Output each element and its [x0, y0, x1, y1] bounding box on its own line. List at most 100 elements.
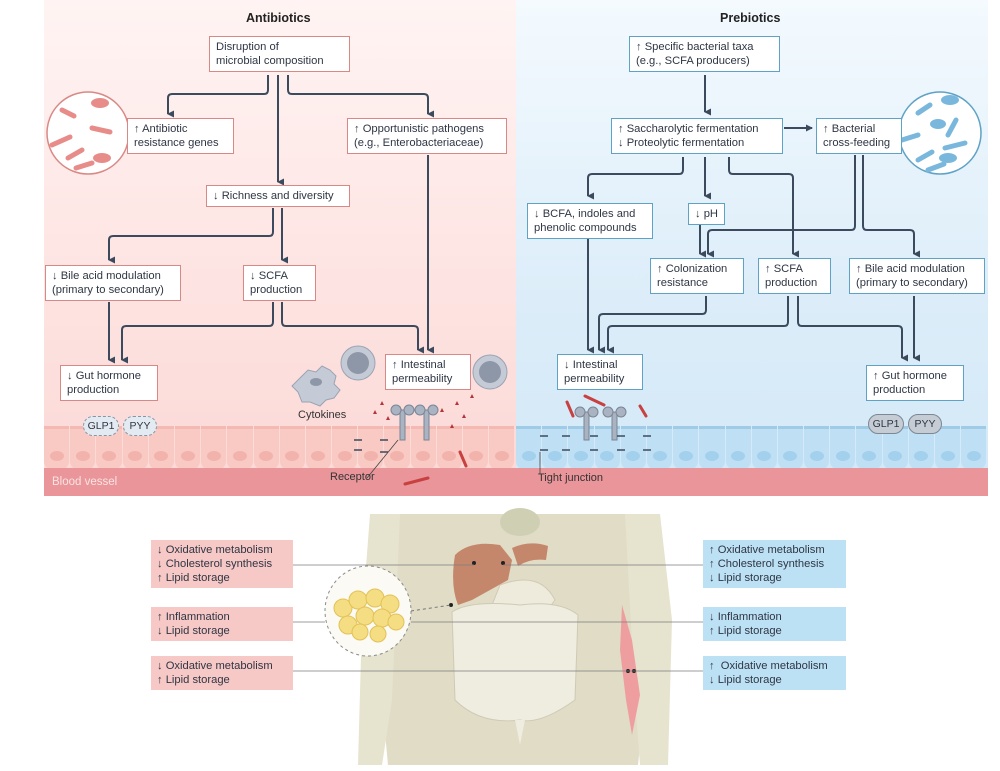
receptor-label: Receptor: [330, 471, 375, 483]
cell-nucleus: [573, 451, 588, 461]
box-cross-feeding: ↑ Bacterial cross-feeding: [816, 118, 902, 154]
cell-nucleus: [626, 451, 641, 461]
epithelial-cell: [646, 426, 673, 470]
box-fermentation: ↑ Saccharolytic fermentation ↓ Proteolyt…: [611, 118, 783, 154]
cell-nucleus: [940, 451, 955, 461]
epithelial-cell: [174, 426, 201, 470]
cell-nucleus: [206, 451, 221, 461]
cell-nucleus: [468, 451, 483, 461]
epithelial-cell: [620, 426, 646, 470]
box-bcfa-indoles: ↓ BCFA, indoles and phenolic compounds: [527, 203, 653, 239]
cell-nucleus: [128, 451, 143, 461]
cell-nucleus: [416, 451, 431, 461]
cell-nucleus: [259, 451, 274, 461]
box-scfa-prebiotic: ↑ SCFA production: [758, 258, 831, 294]
cell-nucleus: [101, 451, 116, 461]
blood-vessel: [44, 468, 988, 496]
glp1-badge-prebiotic: GLP1: [868, 414, 904, 434]
adipose-tissue-circle: [324, 565, 452, 657]
cell-nucleus: [835, 451, 850, 461]
box-gut-hormone-antibiotic: ↓ Gut hormone production: [60, 365, 158, 401]
cell-nucleus: [966, 451, 981, 461]
effect-muscle-prebiotic: ↑ Oxidative metabolism ↓ Lipid storage: [703, 656, 846, 690]
box-colonization-resistance: ↑ Colonization resistance: [650, 258, 744, 294]
antibiotics-title: Antibiotics: [246, 11, 311, 25]
epithelial-cell: [44, 426, 70, 470]
epithelial-cell: [489, 426, 515, 470]
epithelial-cell: [751, 426, 777, 470]
cell-nucleus: [232, 451, 247, 461]
epithelial-cell: [436, 426, 462, 470]
epithelial-cell: [201, 426, 227, 470]
box-disruption: Disruption of microbial composition: [209, 36, 350, 72]
box-permeability-prebiotic: ↓ Intestinal permeability: [557, 354, 643, 390]
box-opportunistic-pathogens: ↑ Opportunistic pathogens (e.g., Enterob…: [347, 118, 507, 154]
epithelial-cell: [279, 426, 305, 470]
epithelial-cell: [358, 426, 384, 470]
epithelial-cell: [305, 426, 332, 470]
epithelial-cell: [516, 426, 542, 470]
cell-nucleus: [154, 451, 169, 461]
cell-nucleus: [337, 451, 352, 461]
cytokines-label: Cytokines: [298, 409, 347, 421]
box-bile-acid-prebiotic: ↑ Bile acid modulation (primary to secon…: [849, 258, 985, 294]
cell-nucleus: [547, 451, 562, 461]
prebiotics-title: Prebiotics: [720, 11, 781, 25]
cell-nucleus: [363, 451, 378, 461]
cell-nucleus: [862, 451, 877, 461]
epithelial-cell: [725, 426, 751, 470]
epithelial-cell: [463, 426, 489, 470]
epithelial-cell: [777, 426, 804, 470]
cell-nucleus: [180, 451, 195, 461]
box-bile-acid-antibiotic: ↓ Bile acid modulation (primary to secon…: [45, 265, 181, 301]
box-ph: ↓ pH: [688, 203, 725, 225]
box-permeability-antibiotic: ↑ Intestinal permeability: [385, 354, 471, 390]
tight-junction-label: Tight junction: [538, 472, 604, 484]
epithelium-prebiotics: [516, 426, 987, 470]
box-richness-diversity: ↓ Richness and diversity: [206, 185, 350, 207]
epithelial-cell: [384, 426, 410, 470]
effect-adipose-antibiotic: ↑ Inflammation ↓ Lipid storage: [151, 607, 293, 641]
cell-nucleus: [390, 451, 405, 461]
cell-nucleus: [49, 451, 64, 461]
epithelial-cell: [830, 426, 856, 470]
box-gut-hormone-prebiotic: ↑ Gut hormone production: [866, 365, 964, 401]
cell-nucleus: [442, 451, 457, 461]
epithelial-cell: [699, 426, 725, 470]
epithelial-cell: [410, 426, 436, 470]
glp1-badge-antibiotic: GLP1: [83, 416, 119, 436]
blood-vessel-label: Blood vessel: [52, 476, 118, 488]
epithelial-cell: [673, 426, 699, 470]
cell-nucleus: [285, 451, 300, 461]
epithelial-cell: [804, 426, 830, 470]
human-body-illustration: [358, 508, 672, 765]
cell-nucleus: [783, 451, 798, 461]
epithelial-cell: [568, 426, 594, 470]
cell-nucleus: [521, 451, 536, 461]
cell-nucleus: [809, 451, 824, 461]
cell-nucleus: [914, 451, 929, 461]
cell-nucleus: [731, 451, 746, 461]
epithelial-cell: [594, 426, 620, 470]
box-specific-taxa: ↑ Specific bacterial taxa (e.g., SCFA pr…: [629, 36, 780, 72]
effect-liver-prebiotic: ↑ Oxidative metabolism ↑ Cholesterol syn…: [703, 540, 846, 588]
cell-nucleus: [757, 451, 772, 461]
cell-nucleus: [75, 451, 90, 461]
epithelial-cell: [332, 426, 358, 470]
box-scfa-antibiotic: ↓ SCFA production: [243, 265, 316, 301]
cell-nucleus: [888, 451, 903, 461]
epithelial-cell: [935, 426, 961, 470]
cell-nucleus: [678, 451, 693, 461]
pyy-badge-antibiotic: PYY: [123, 416, 157, 436]
pyy-badge-prebiotic: PYY: [908, 414, 942, 434]
cell-nucleus: [652, 451, 667, 461]
epithelial-cell: [227, 426, 253, 470]
box-resistance-genes: ↑ Antibiotic resistance genes: [127, 118, 234, 154]
effect-adipose-prebiotic: ↓ Inflammation ↑ Lipid storage: [703, 607, 846, 641]
epithelium-antibiotics: [44, 426, 515, 470]
epithelial-cell: [253, 426, 279, 470]
cell-nucleus: [600, 451, 615, 461]
effect-muscle-antibiotic: ↓ Oxidative metabolism ↑ Lipid storage: [151, 656, 293, 690]
cell-nucleus: [311, 451, 326, 461]
effect-liver-antibiotic: ↓ Oxidative metabolism ↓ Cholesterol syn…: [151, 540, 293, 588]
